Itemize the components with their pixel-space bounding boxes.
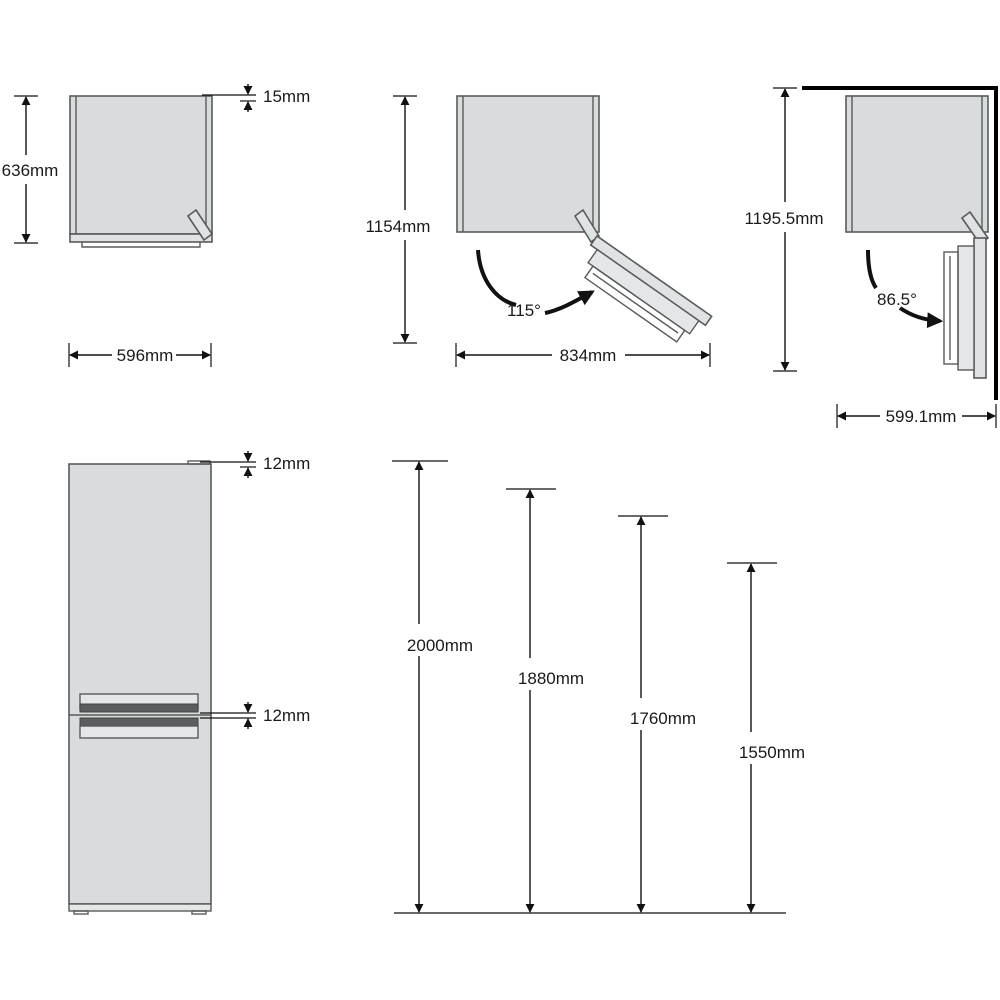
height-2000: 2000mm (392, 460, 473, 913)
cabinet-top (845, 95, 989, 233)
freezer-door-handle (79, 717, 199, 727)
closed-gap-label: 15mm (263, 87, 310, 106)
front-top-gap-label: 12mm (263, 454, 310, 473)
height-1880-label: 1880mm (518, 669, 584, 688)
open-115-angle-label: 115° (507, 301, 541, 320)
front-mid-gap-label: 12mm (263, 706, 310, 725)
freezer-handle-frame (79, 725, 199, 739)
front-view: 12mm 12mm (68, 451, 310, 915)
height-1760: 1760mm (618, 515, 696, 913)
height-1880: 1880mm (506, 488, 584, 913)
height-dimensions: 2000mm 1880mm 1760mm 1550mm (392, 460, 805, 914)
open-115-width-label: 834mm (560, 346, 617, 365)
door-open-86 (943, 237, 987, 379)
cabinet-top (456, 95, 600, 233)
door-top-closed (69, 233, 213, 243)
fridge-top-open-115 (456, 95, 713, 343)
height-1550: 1550mm (727, 562, 805, 913)
handle-open-115 (573, 208, 601, 244)
height-1760-label: 1760mm (630, 709, 696, 728)
door-open-115 (583, 234, 713, 343)
height-2000-label: 2000mm (407, 636, 473, 655)
fridge-top-closed (69, 95, 214, 248)
wall-corner (802, 86, 998, 400)
top-view-closed: 636mm 15mm 596mm (2, 84, 310, 367)
fridge-body (68, 463, 212, 905)
fridge-front (68, 460, 212, 915)
closed-width-label: 596mm (117, 346, 174, 365)
height-1550-label: 1550mm (739, 743, 805, 762)
open-86-width-label: 599.1mm (886, 407, 957, 426)
handle-closed (186, 208, 214, 242)
closed-depth-label: 636mm (2, 161, 59, 180)
handle-open-86 (960, 210, 990, 246)
top-view-open-86: 86.5° 1195.5mm 599.1mm (744, 86, 998, 428)
cabinet-top (69, 95, 213, 235)
open-86-depth-label: 1195.5mm (744, 209, 823, 228)
open-115-depth-label: 1154mm (366, 217, 431, 236)
top-view-open-115: 115° 1154mm 834mm (366, 95, 713, 367)
fridge-door-handle (79, 703, 199, 713)
fridge-base (68, 903, 212, 912)
fridge-top-open-86 (845, 95, 990, 379)
open-86-angle-label: 86.5° (877, 290, 917, 309)
